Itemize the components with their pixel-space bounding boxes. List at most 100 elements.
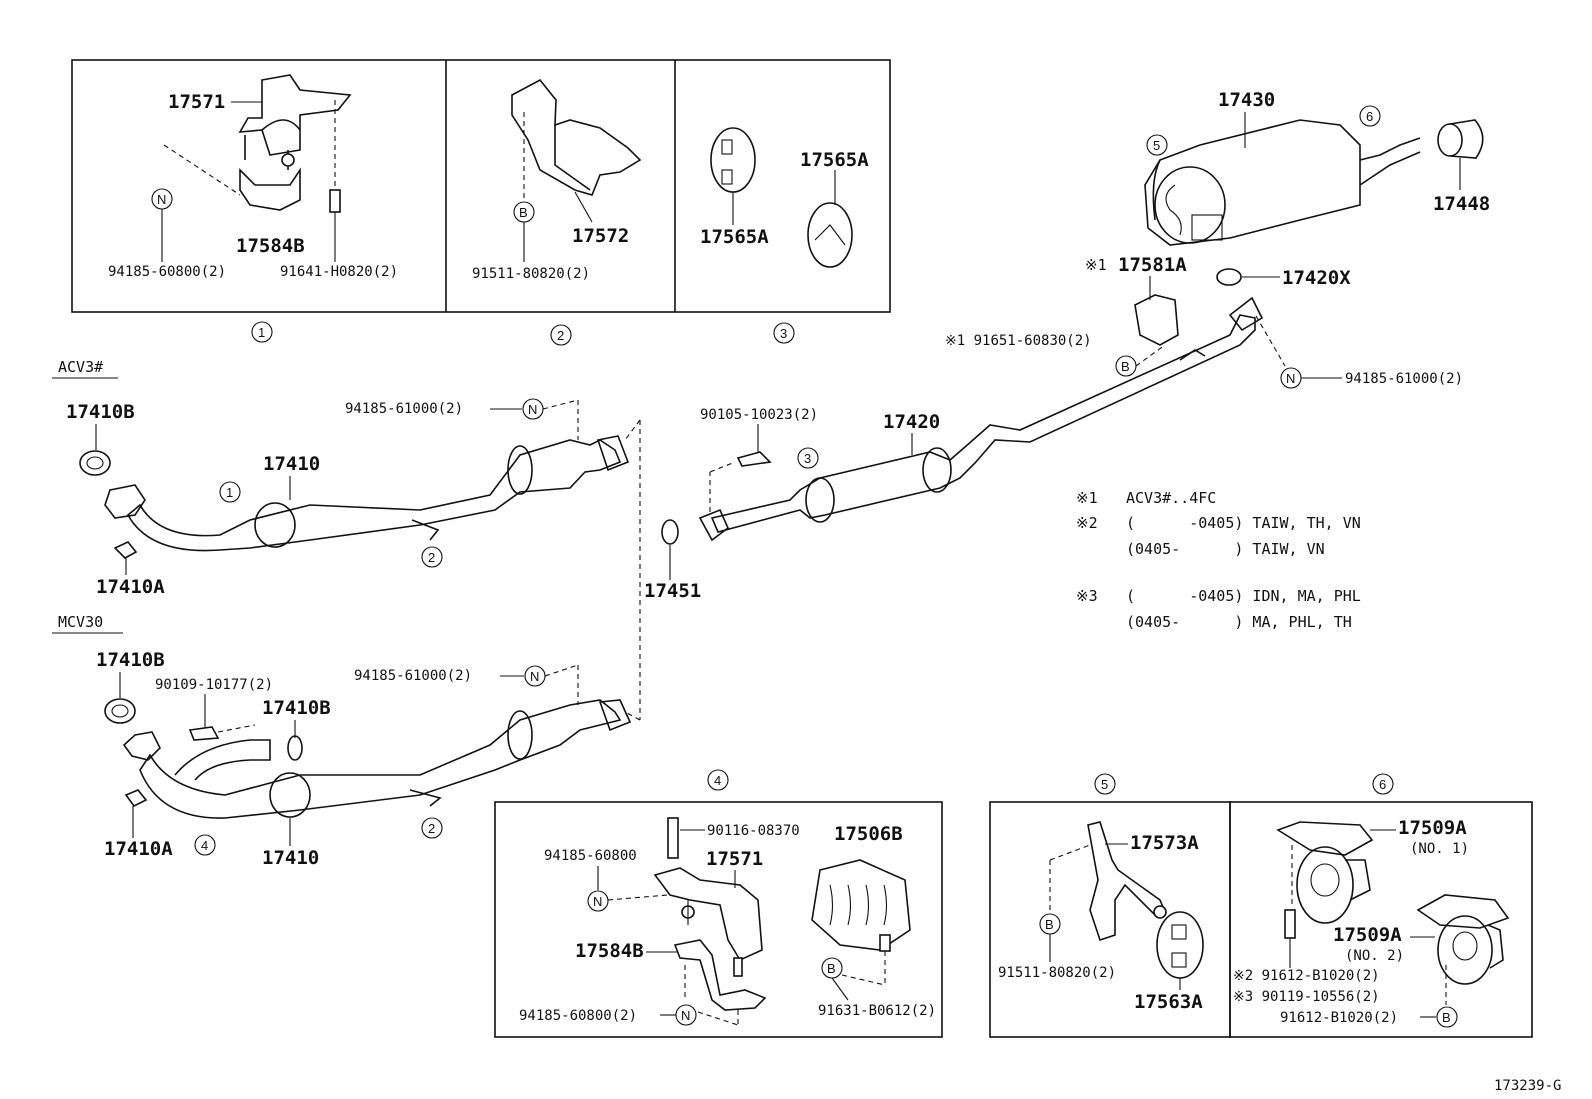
b-letter-b6: B — [1442, 1010, 1451, 1025]
hanger-17571-b4 — [653, 867, 763, 962]
note-3-mark: ※3 — [1076, 587, 1098, 605]
note-3b-text: (0405- ) MA, PHL, TH — [1126, 613, 1352, 631]
inset-2-index: 2 — [557, 328, 564, 343]
callout-5: 5 — [1153, 138, 1160, 153]
part-17571-label: 17571 — [168, 91, 225, 113]
note-2-mark: ※2 — [1076, 514, 1098, 532]
bolt-94185-60800-label: 94185-60800 — [544, 848, 637, 864]
bolt-91641-h0820-label: 91641-H0820(2) — [280, 264, 398, 280]
notes-legend: ※1 ACV3#..4FC ※2 ( -0405) TAIW, TH, VN (… — [1076, 489, 1361, 631]
part-17420x-label: 17420X — [1282, 267, 1351, 289]
part-17581a-label: 17581A — [1118, 254, 1187, 276]
bolt-90119-10556-label: ※3 90119-10556(2) — [1233, 989, 1380, 1005]
hanger-bracket-lower — [239, 167, 301, 211]
part-17410a-label-acv: 17410A — [96, 576, 165, 598]
part-17509a-label-2: 17509A — [1333, 924, 1402, 946]
note-2-text: ( -0405) TAIW, TH, VN — [1126, 514, 1361, 532]
inset-3: 17565A 17565A 3 — [700, 127, 869, 344]
hanger-17509a-no1 — [1276, 821, 1374, 856]
b-letter-rear: B — [1121, 359, 1130, 374]
bolt-94185-61000-rear-label: 94185-61000(2) — [1345, 371, 1463, 387]
callout-3-pipe: 3 — [804, 451, 811, 466]
note-1-text: ACV3#..4FC — [1126, 489, 1216, 507]
part-17584b-label-b4: 17584B — [575, 940, 644, 962]
callout-2-mcv: 2 — [428, 821, 435, 836]
bracket-17572 — [511, 78, 642, 196]
bolt-91612-b1020-label-1: ※2 91612-B1020(2) — [1233, 968, 1380, 984]
note-3-text: ( -0405) IDN, MA, PHL — [1126, 587, 1361, 605]
bolt-94185-61000-acv-label: 94185-61000(2) — [345, 401, 463, 417]
inset-5: 5 17573A B 91511-80820(2) 17563A — [989, 773, 1231, 1038]
bolt-91612-b1020-label-2: 91612-B1020(2) — [1280, 1010, 1398, 1026]
hanger-17509a-no2 — [1416, 894, 1510, 929]
part-17584b-label: 17584B — [236, 235, 305, 257]
part-17448-label: 17448 — [1433, 193, 1490, 215]
bolt-90109-10177-label: 90109-10177(2) — [155, 677, 273, 693]
bolt-91511-80820-b5-label: 91511-80820(2) — [998, 965, 1116, 981]
bolt-94185-61000-mcv-label: 94185-61000(2) — [354, 668, 472, 684]
clamp-17581a — [1134, 294, 1179, 346]
part-17451-label: 17451 — [644, 580, 701, 602]
center-pipe-17420: 90105-10023(2) 17420 3 17451 — [624, 296, 1264, 721]
bolt-90116-08370-label: 90116-08370 — [707, 823, 800, 839]
part-17506b-label: 17506B — [834, 823, 903, 845]
no1-label: (NO. 1) — [1410, 841, 1469, 857]
no2-label: (NO. 2) — [1345, 948, 1404, 964]
part-17410a-label-mcv: 17410A — [104, 838, 173, 860]
n-letter: N — [157, 192, 166, 207]
inset-4: 4 90116-08370 17506B 94185-60800 17571 N… — [494, 769, 943, 1038]
callout-1-acv: 1 — [226, 485, 233, 500]
inset-5-index: 5 — [1101, 777, 1108, 792]
bolt-94185-60800-label: 94185-60800(2) — [108, 264, 226, 280]
bolt-91651-60830-label: ※1 91651-60830(2) — [945, 333, 1092, 349]
rubber-hanger-17563a — [1156, 911, 1204, 979]
part-17410-label-mcv: 17410 — [262, 847, 319, 869]
diagram-id: 173239-G — [1494, 1078, 1561, 1094]
part-17563a-label: 17563A — [1134, 991, 1203, 1013]
part-17509a-label-1: 17509A — [1398, 817, 1467, 839]
inset-2: B 17572 91511-80820(2) 2 — [472, 78, 642, 346]
rubber-hanger-17565a-b — [807, 202, 853, 268]
n-letter-b4-2: N — [681, 1008, 690, 1023]
bolt-90105-10023-label: 90105-10023(2) — [700, 407, 818, 423]
inset-6-index: 6 — [1379, 777, 1386, 792]
inset-6: 6 17509A (NO. 1) 17509A (NO. 2) ※2 91612… — [1229, 773, 1533, 1038]
model-mcv-label: MCV30 — [58, 613, 103, 631]
part-17420-label: 17420 — [883, 411, 940, 433]
note-ref-1: ※1 — [1085, 256, 1107, 274]
callout-6: 6 — [1366, 109, 1373, 124]
callout-2-acv: 2 — [428, 550, 435, 565]
note-1-mark: ※1 — [1076, 489, 1098, 507]
bolt-94185-60800-2-label: 94185-60800(2) — [519, 1008, 637, 1024]
callout-4-mcv: 4 — [201, 838, 208, 853]
bolt-91631-b0612-label: 91631-B0612(2) — [818, 1003, 936, 1019]
inset-4-index: 4 — [714, 773, 721, 788]
inset-1-index: 1 — [258, 325, 265, 340]
b-letter-b4: B — [827, 961, 836, 976]
b-letter: B — [519, 205, 528, 220]
part-17565a-label-2: 17565A — [800, 149, 869, 171]
mcv-front-pipe: MCV30 17410B 90109-10177(2) 17410B 2 174… — [52, 613, 632, 869]
rear-muffler: 17430 5 6 17448 ※1 17581A 17420X ※1 9165… — [945, 89, 1490, 389]
bolt-91511-80820-label: 91511-80820(2) — [472, 266, 590, 282]
part-17410b-label-mcv: 17410B — [96, 649, 165, 671]
part-17410b-label-mcv-2: 17410B — [262, 697, 331, 719]
note-2b-text: (0405- ) TAIW, VN — [1126, 540, 1325, 558]
n-letter-acv: N — [528, 402, 537, 417]
hanger-bracket-17573a — [1087, 821, 1167, 942]
n-letter-b4: N — [593, 894, 602, 909]
part-17410-label-acv: 17410 — [263, 453, 320, 475]
part-17571-label-b4: 17571 — [706, 848, 763, 870]
b-letter-b5: B — [1045, 917, 1054, 932]
hanger-17584b-b4 — [673, 939, 767, 1011]
part-17410b-label-acv: 17410B — [66, 401, 135, 423]
part-17573a-label: 17573A — [1130, 832, 1199, 854]
n-letter-mcv: N — [530, 669, 539, 684]
part-17430-label: 17430 — [1218, 89, 1275, 111]
part-17572-label: 17572 — [572, 225, 629, 247]
top-insets — [71, 59, 891, 313]
hanger-bracket-upper — [238, 74, 352, 156]
inset-3-index: 3 — [780, 326, 787, 341]
heat-insulator-17506b — [811, 859, 911, 951]
